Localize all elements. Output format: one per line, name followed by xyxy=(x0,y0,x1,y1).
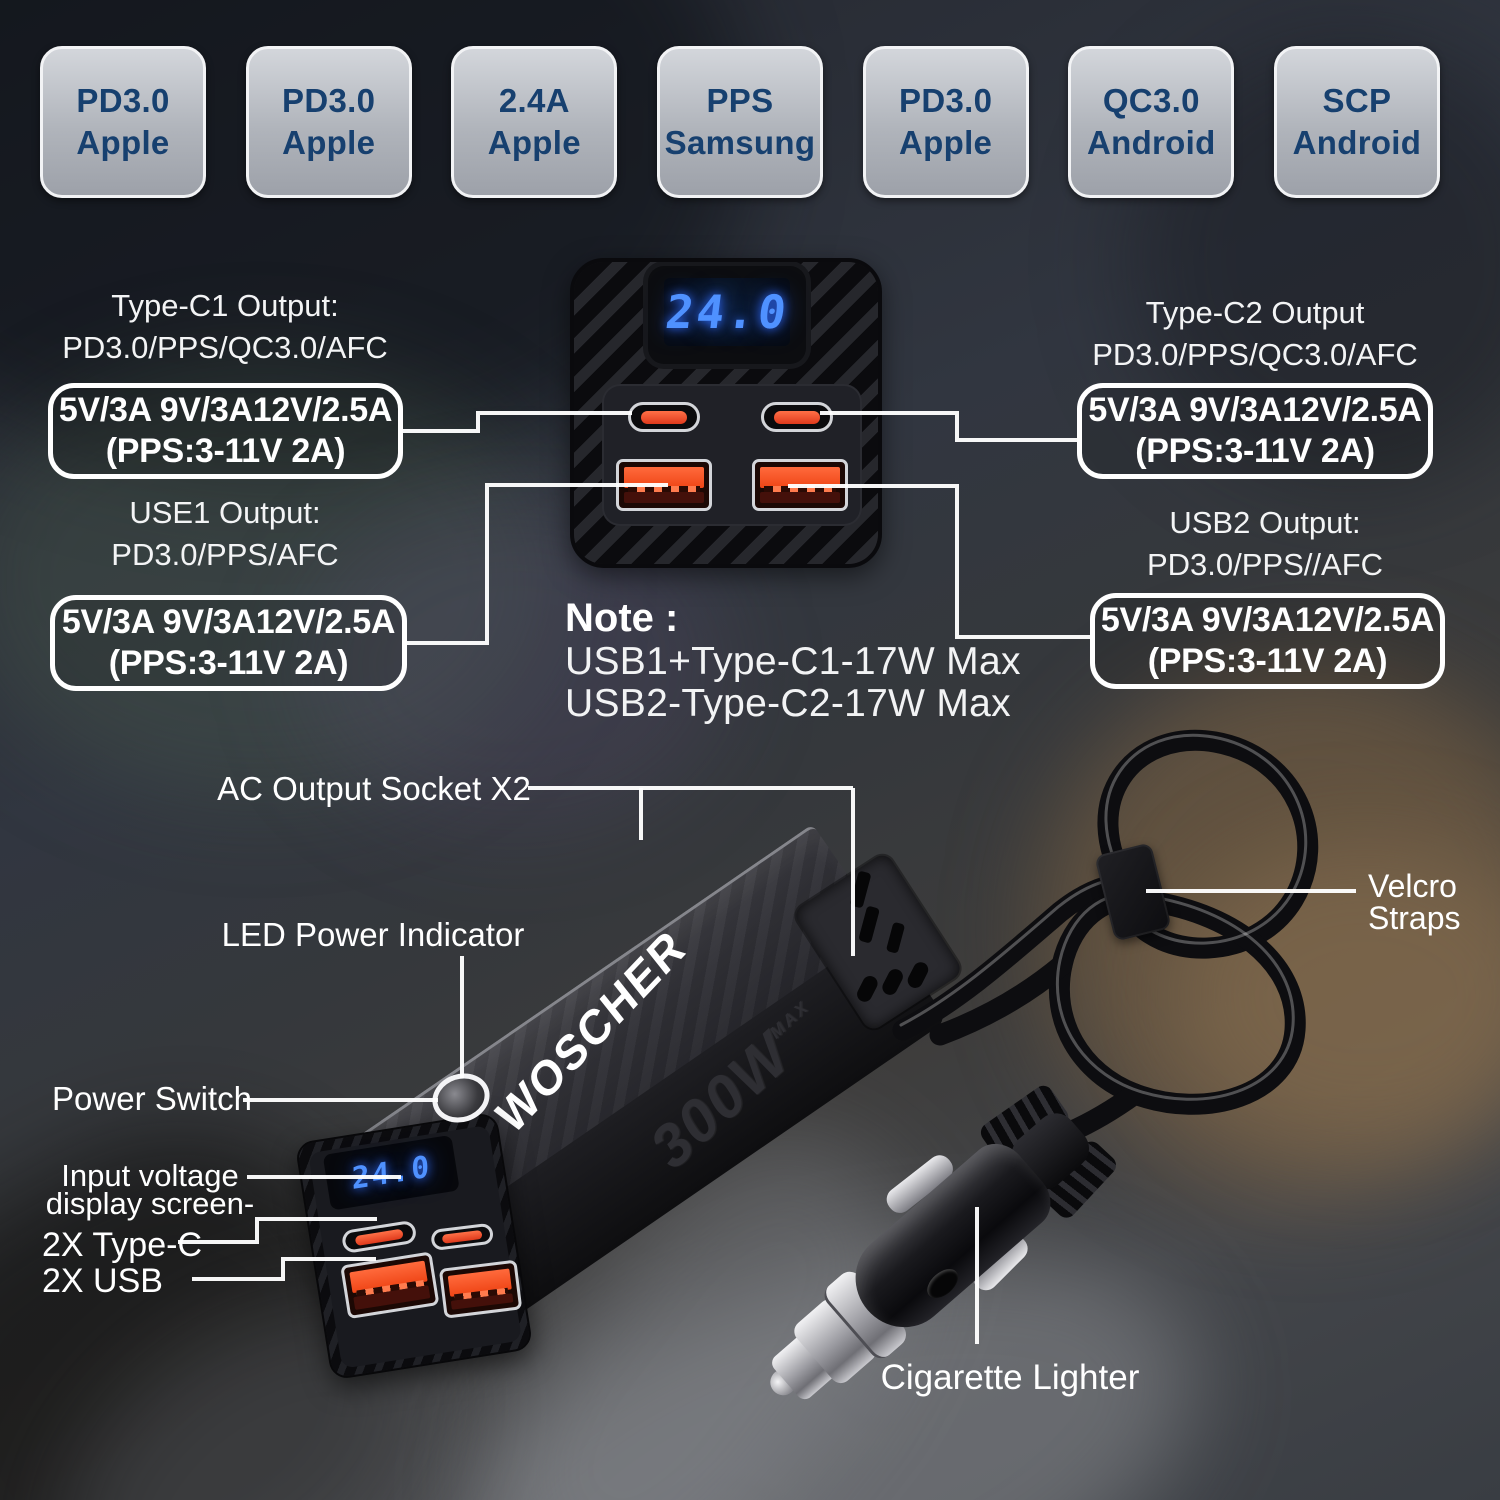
usb1-spec-box: 5V/3A 9V/3A12V/2.5A(PPS:3-11V 2A) xyxy=(50,595,407,691)
usb1-title: USE1 Output: xyxy=(129,495,321,530)
label-led-power-indicator: LED Power Indicator xyxy=(221,916,525,953)
label-velcro-1: Velcro xyxy=(1368,868,1457,904)
type-c2-port xyxy=(761,402,833,432)
label-2x-usb: 2X USB xyxy=(42,1262,163,1300)
usb1-protocols: PD3.0/PPS/AFC xyxy=(111,537,339,572)
type-c1-port xyxy=(628,402,700,432)
type-c1-spec-box: 5V/3A 9V/3A12V/2.5A(PPS:3-11V 2A) xyxy=(48,383,403,479)
note-line-2: USB2-Type-C2-17W Max xyxy=(565,682,1011,725)
usb1-port xyxy=(616,459,712,511)
type-c2-protocols: PD3.0/PPS/QC3.0/AFC xyxy=(1092,337,1418,372)
label-cigarette-lighter: Cigarette Lighter xyxy=(880,1358,1140,1397)
label-power-switch: Power Switch xyxy=(52,1080,252,1117)
usb2-spec-box: 5V/3A 9V/3A12V/2.5A(PPS:3-11V 2A) xyxy=(1090,593,1445,689)
note-label: Note : xyxy=(565,596,679,640)
usb2-protocols: PD3.0/PPS//AFC xyxy=(1146,547,1384,582)
label-2x-type-c: 2X Type-C xyxy=(42,1226,203,1264)
type-c1-protocols: PD3.0/PPS/QC3.0/AFC xyxy=(62,330,388,365)
type-c2-title: Type-C2 Output xyxy=(1145,295,1365,330)
note-line-1: USB1+Type-C1-17W Max xyxy=(565,640,1021,683)
led-display-bezel: 24.0 xyxy=(648,266,806,364)
usb2-title: USB2 Output: xyxy=(1169,505,1361,540)
label-input-voltage-1: Input voltage xyxy=(61,1158,239,1193)
label-ac-output-socket: AC Output Socket X2 xyxy=(217,770,531,807)
background-shade xyxy=(0,360,560,800)
type-c2-spec-box: 5V/3A 9V/3A12V/2.5A(PPS:3-11V 2A) xyxy=(1077,383,1433,479)
label-velcro-2: Straps xyxy=(1368,900,1461,936)
type-c1-title: Type-C1 Output: xyxy=(111,288,339,323)
label-input-voltage-2: display screen- xyxy=(45,1186,255,1221)
led-display-screen: 24.0 xyxy=(662,278,792,346)
